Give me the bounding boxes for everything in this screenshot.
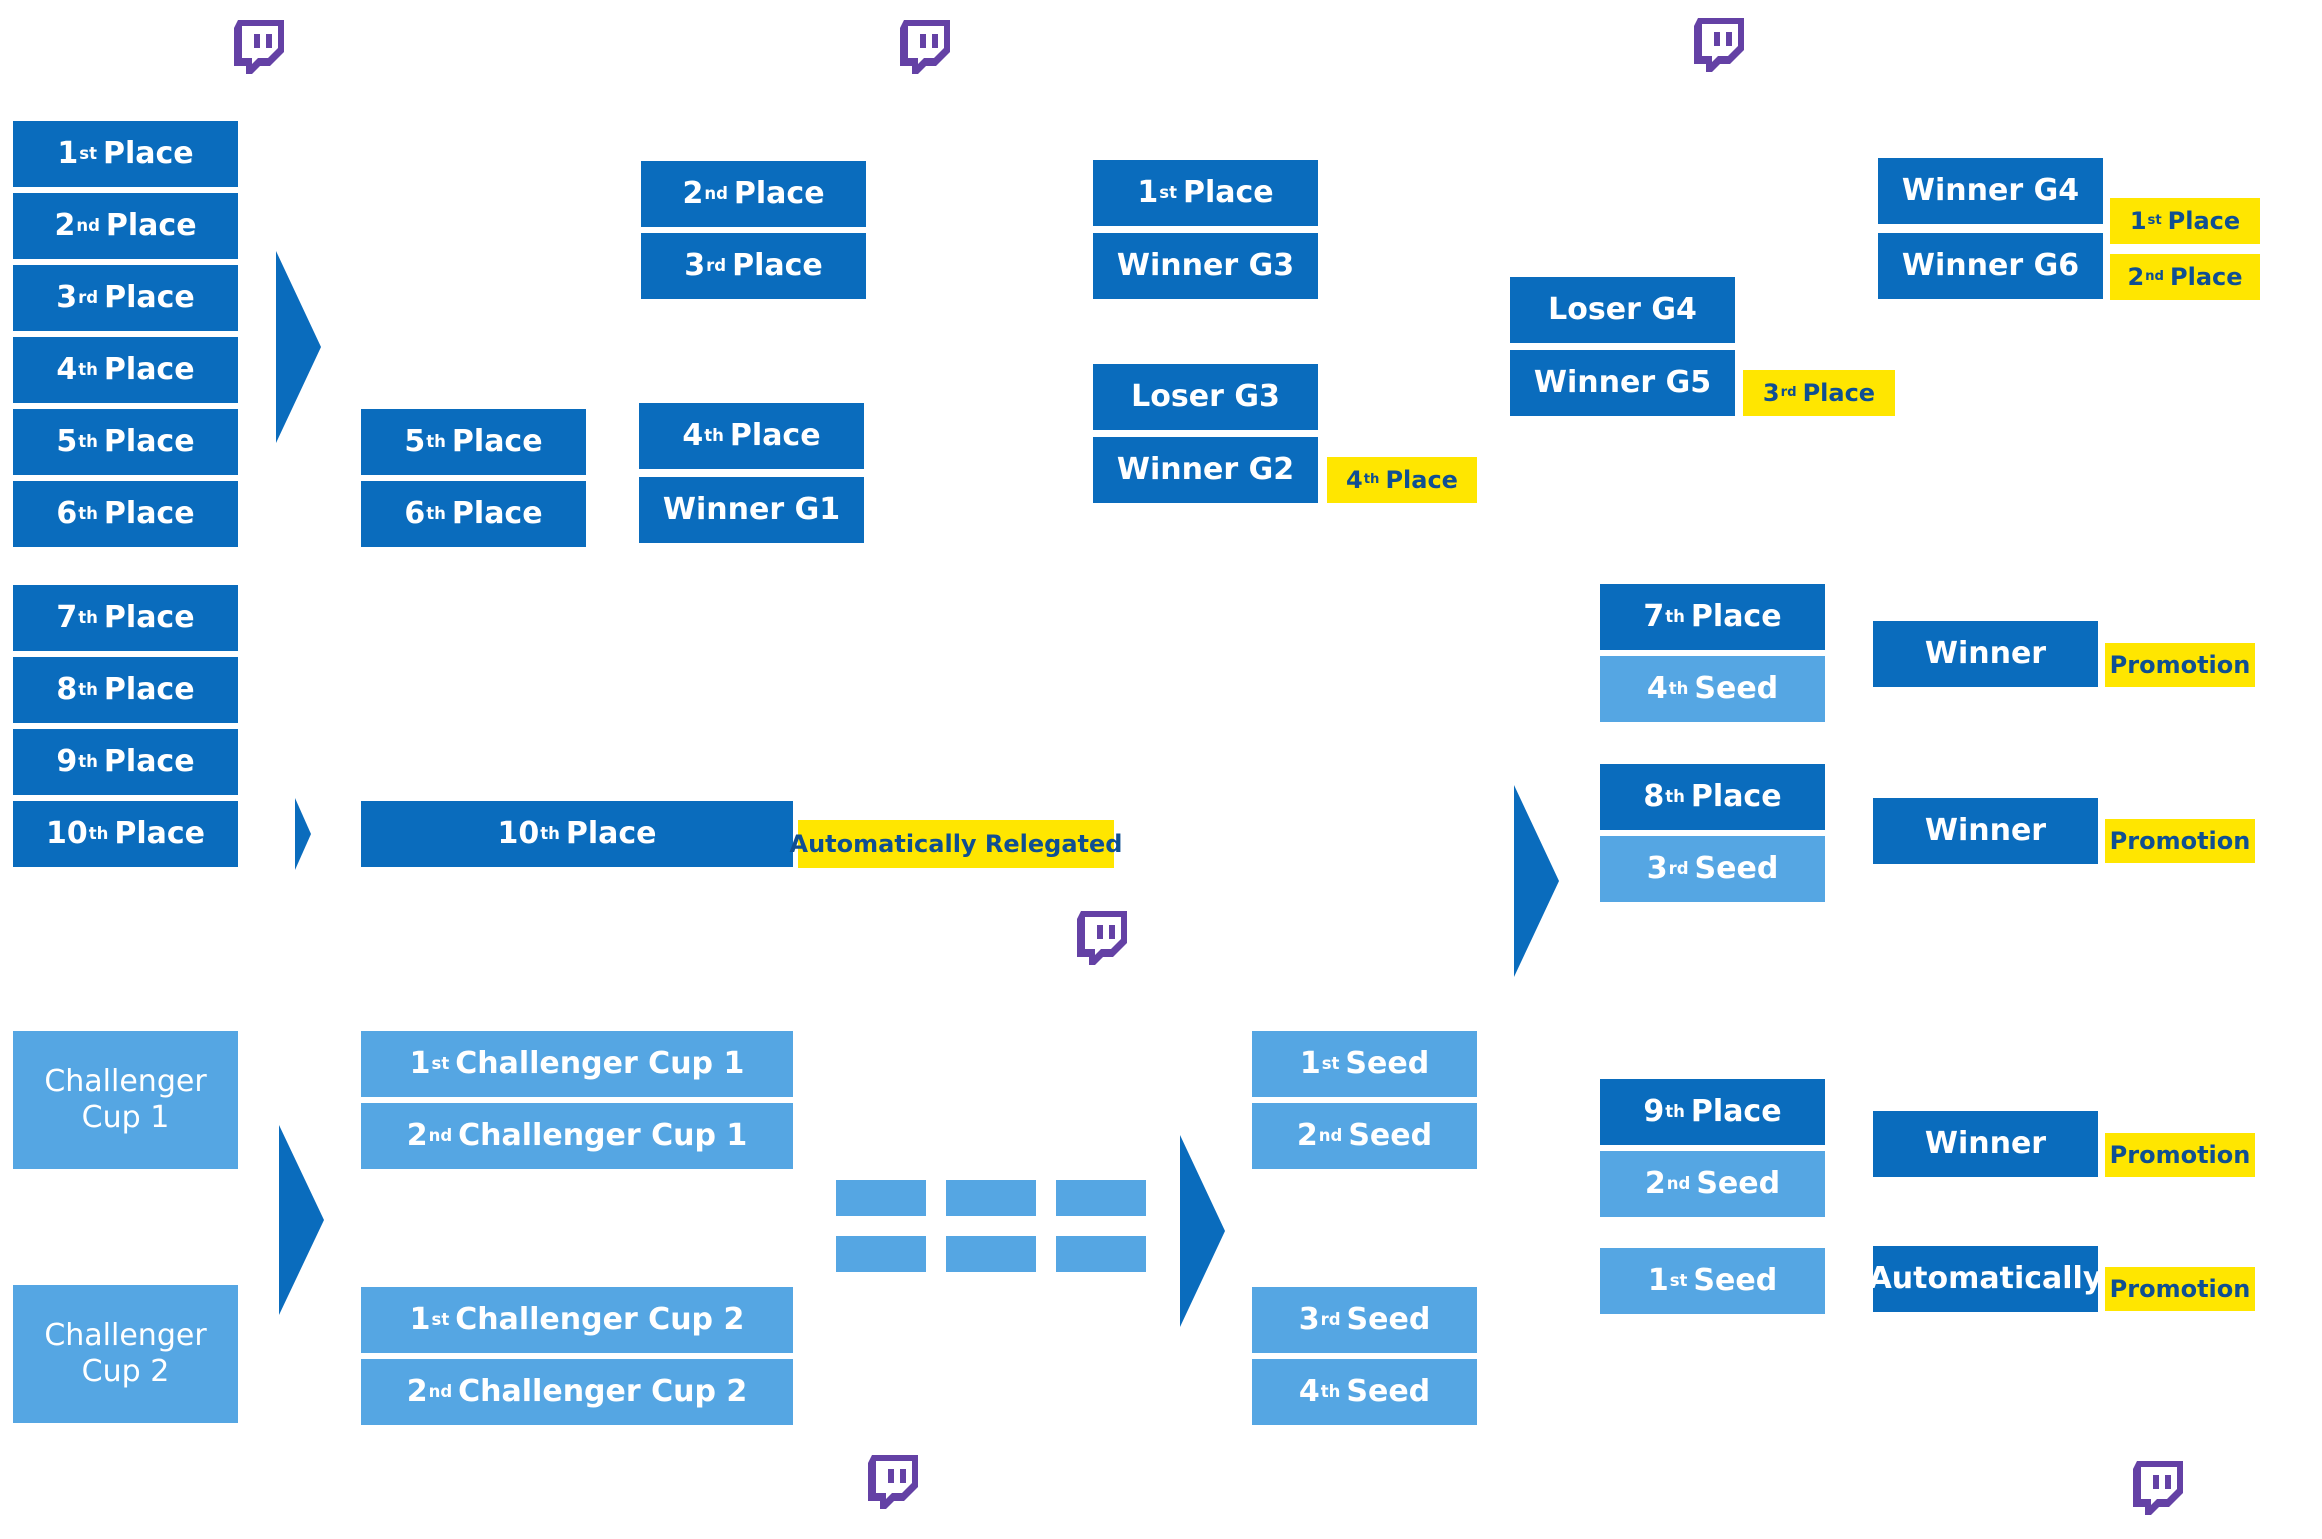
twitch-icon[interactable] (868, 1455, 920, 1511)
twitch-icon[interactable] (1077, 911, 1129, 967)
promo3-promotion-tag: Promotion (2105, 1133, 2255, 1177)
group-stage-strip (946, 1180, 1036, 1216)
g6-winner-g5: Winner G5 (1510, 350, 1735, 416)
promo4-automatically: Automatically (1869, 1246, 2102, 1312)
group-stage-strip (836, 1236, 926, 1272)
group-stage-strip (836, 1180, 926, 1216)
promo1-promotion-tag: Promotion (2105, 643, 2255, 687)
promo4-promotion-tag: Promotion (2105, 1267, 2255, 1311)
twitch-icon[interactable] (900, 20, 952, 76)
final-winner-g4: Winner G4 (1878, 158, 2103, 224)
promo2-promotion-tag: Promotion (2105, 819, 2255, 863)
promo3-winner: Winner (1873, 1111, 2098, 1177)
g3-winner-g1: Winner G1 (639, 477, 864, 543)
arrow-right-icon (276, 251, 321, 443)
twitch-icon[interactable] (1694, 18, 1746, 74)
final-winner-g6: Winner G6 (1878, 233, 2103, 299)
arrow-right-icon (1514, 785, 1559, 977)
challenger-cup-1: Challenger Cup 1 (13, 1031, 238, 1169)
g5-loser-g3: Loser G3 (1093, 364, 1318, 430)
promo1-winner: Winner (1873, 621, 2098, 687)
automatically-relegated-tag: Automatically Relegated (790, 820, 1122, 868)
g4-winner-g3: Winner G3 (1093, 233, 1318, 299)
promo2-winner: Winner (1873, 798, 2098, 864)
group-stage-strip (946, 1236, 1036, 1272)
g6-loser-g4: Loser G4 (1510, 277, 1735, 343)
group-stage-strip (1056, 1236, 1146, 1272)
arrow-right-icon (1180, 1135, 1225, 1327)
challenger-cup-2: Challenger Cup 2 (13, 1285, 238, 1423)
arrow-right-icon (279, 1125, 324, 1315)
twitch-icon[interactable] (2133, 1461, 2185, 1517)
group-stage-strip (1056, 1180, 1146, 1216)
arrow-right-icon (295, 798, 311, 870)
twitch-icon[interactable] (234, 20, 286, 76)
g5-winner-g2: Winner G2 (1093, 437, 1318, 503)
